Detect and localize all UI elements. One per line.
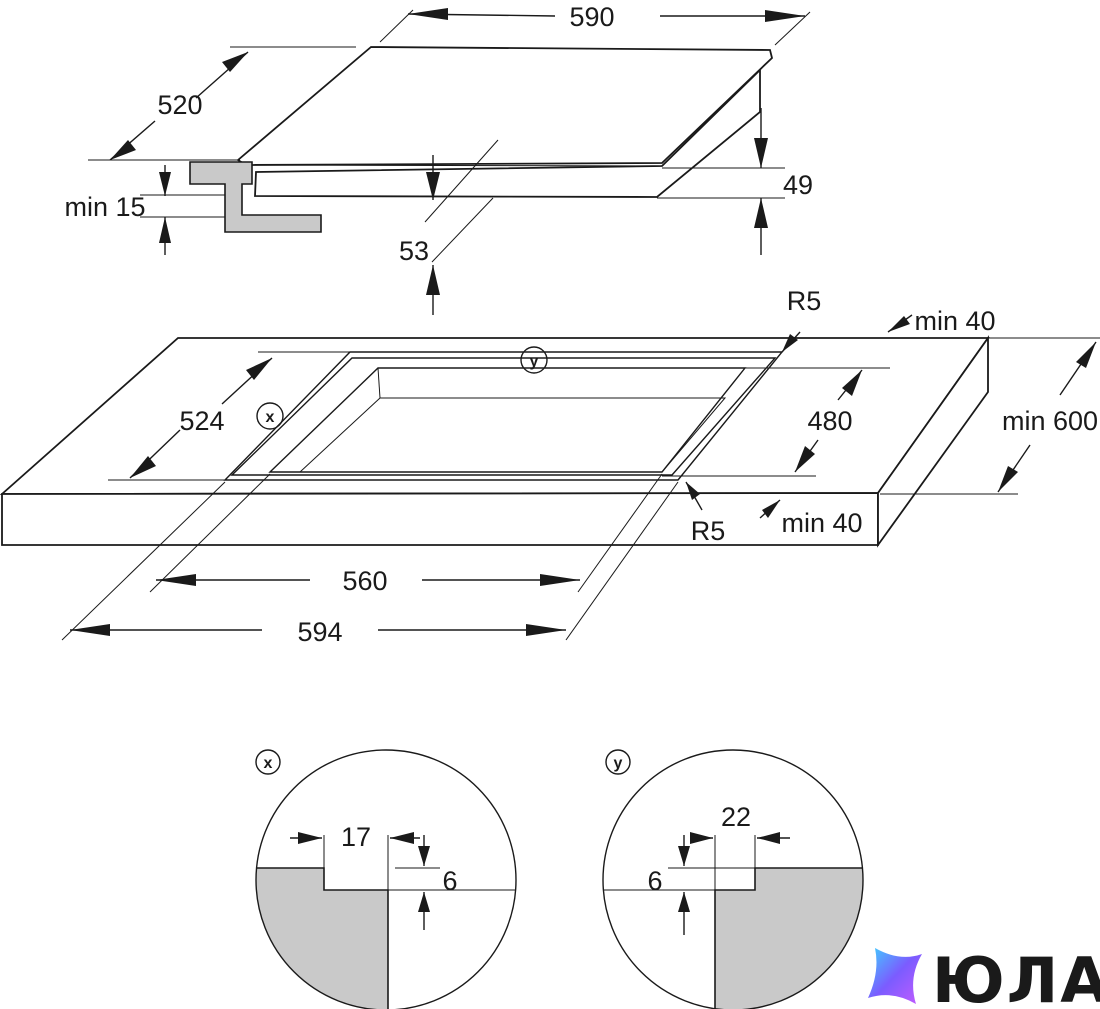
cutout-width-label: 594 bbox=[297, 617, 342, 647]
hob-depth-label: 520 bbox=[157, 90, 202, 120]
detail-x-width-label: 17 bbox=[341, 822, 371, 852]
detail-x-depth-label: 6 bbox=[442, 866, 457, 896]
cutout-depth-label: 524 bbox=[179, 406, 224, 436]
min-back-label: min 40 bbox=[914, 306, 995, 336]
detail-y: 22 6 y bbox=[602, 749, 864, 1009]
brand-watermark: ЮЛА bbox=[868, 944, 1100, 1009]
brand-name: ЮЛА bbox=[932, 944, 1100, 1009]
detail-x: 17 6 x bbox=[255, 749, 517, 1009]
hob-drawing: 590 520 49 53 min 15 bbox=[64, 2, 813, 315]
cutout-inner-floor bbox=[298, 397, 727, 473]
detail-y-width-label: 22 bbox=[721, 802, 751, 832]
min-worktop-label: min 600 bbox=[1002, 406, 1098, 436]
callout-y-label: y bbox=[530, 353, 539, 370]
callout-x-label: x bbox=[266, 409, 275, 426]
hob-width-label: 590 bbox=[569, 2, 614, 32]
worktop-drawing: y x 524 480 min 600 min 40 min bbox=[0, 286, 1100, 647]
cutout-rebate bbox=[230, 357, 777, 476]
detail-y-marker bbox=[605, 749, 631, 775]
min-front-label: min 40 bbox=[781, 508, 862, 538]
min-thickness-label: min 15 bbox=[64, 192, 145, 222]
radius-top-label: R5 bbox=[787, 286, 822, 316]
detail-x-title: x bbox=[264, 755, 273, 772]
hob-height-label: 49 bbox=[783, 170, 813, 200]
detail-y-title: y bbox=[614, 755, 623, 772]
detail-y-worktop bbox=[714, 867, 863, 1009]
radius-bottom-label: R5 bbox=[691, 516, 726, 546]
cutout-inner-width-label: 560 bbox=[342, 566, 387, 596]
detail-x-marker bbox=[255, 749, 281, 775]
brand-logo-icon bbox=[868, 948, 922, 1004]
callout-y-marker bbox=[520, 346, 548, 374]
detail-x-circle bbox=[255, 749, 517, 1009]
hob-insert-label: 53 bbox=[399, 236, 429, 266]
callout-x-marker bbox=[256, 402, 284, 430]
cutout-inner-depth-label: 480 bbox=[807, 406, 852, 436]
detail-y-depth-label: 6 bbox=[647, 866, 662, 896]
worktop-side bbox=[877, 335, 989, 548]
detail-y-circle bbox=[602, 749, 864, 1009]
worktop-profile bbox=[189, 161, 322, 233]
worktop-front bbox=[1, 492, 879, 546]
